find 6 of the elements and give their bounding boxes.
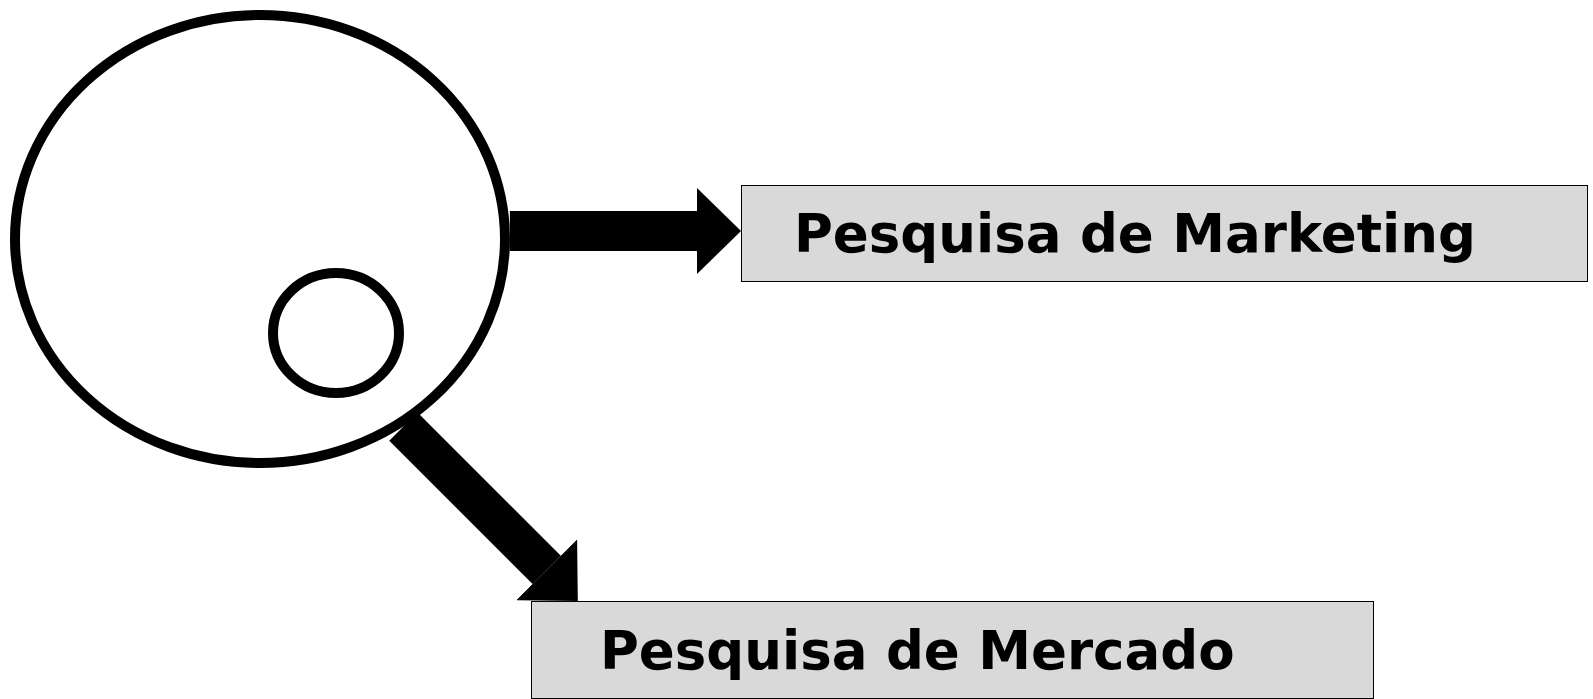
box-label: Pesquisa de Mercado [600, 619, 1235, 681]
label-box [531, 601, 1374, 699]
block-arrow [509, 188, 741, 274]
block-arrow [389, 412, 578, 601]
label-box [741, 185, 1588, 282]
box-label: Pesquisa de Marketing [794, 203, 1476, 264]
